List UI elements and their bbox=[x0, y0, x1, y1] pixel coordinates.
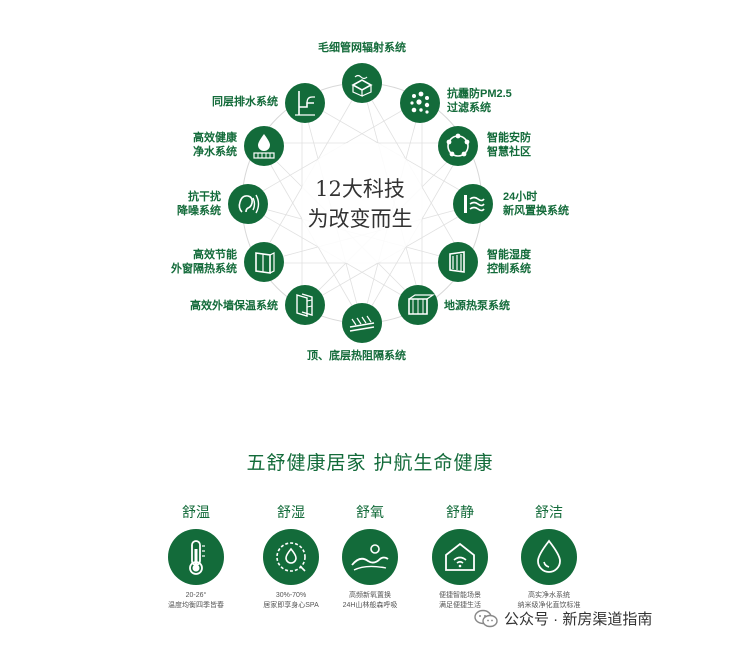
tech-label-drainage: 同层排水系统 bbox=[212, 96, 278, 108]
humidity-control-icon bbox=[449, 251, 465, 273]
five-comfort-headline: 五舒健康居家 护航生命健康 bbox=[246, 452, 494, 474]
tech-label-fresh-air: 24小时新风置换系统 bbox=[503, 191, 569, 217]
tech-label-roof-floor: 顶、底层热阻隔系统 bbox=[307, 350, 406, 362]
smog-filter-node bbox=[400, 83, 440, 123]
heat-pump-icon bbox=[408, 294, 435, 315]
capillary-radiant-node bbox=[342, 63, 382, 103]
water-purifier-icon bbox=[253, 134, 275, 159]
watermark-text: 公众号 · 新房渠道指南 bbox=[504, 611, 653, 628]
window-node bbox=[244, 242, 284, 282]
window-icon bbox=[255, 252, 275, 274]
tech-label-noise: 抗干扰降噪系统 bbox=[177, 191, 221, 217]
smog-filter-icon bbox=[410, 91, 430, 114]
center-title: 12大科技 为改变而生 bbox=[295, 174, 425, 234]
insulation-layers-icon bbox=[349, 315, 375, 332]
humidity-gauge-icon bbox=[276, 542, 306, 572]
water-purifier-node bbox=[244, 126, 284, 166]
wind-icon bbox=[464, 195, 485, 213]
community-network-icon bbox=[446, 133, 470, 157]
heat-pump-node bbox=[398, 285, 438, 325]
water-drop-icon bbox=[537, 539, 561, 573]
insulation-layers-node bbox=[342, 303, 382, 343]
feature-desc: 20-26°温度均衡四季皆春 bbox=[168, 592, 224, 609]
feature-temperature: 舒温 20-26°温度均衡四季皆春 bbox=[141, 503, 251, 611]
tech-label-heat-pump: 地源热泵系统 bbox=[444, 300, 510, 312]
center-disc bbox=[300, 141, 424, 265]
tech-label-security: 智能安防智慧社区 bbox=[487, 132, 531, 158]
feature-quiet: 舒静 便捷智能场景满足便捷生活 bbox=[405, 503, 515, 611]
feature-desc: 30%-70%居家即享身心SPA bbox=[263, 592, 319, 609]
smart-home-icon bbox=[445, 542, 475, 571]
feature-desc: 高实净水系统纳米级净化直饮标准 bbox=[517, 592, 581, 609]
wall-insulation-node bbox=[285, 285, 325, 325]
humidity-control-node bbox=[438, 242, 478, 282]
feature-clean: 舒洁 高实净水系统纳米级净化直饮标准 bbox=[494, 503, 604, 611]
center-title-line1: 12大科技 bbox=[315, 177, 405, 201]
tech-label-capillary: 毛细管网辐射系统 bbox=[318, 42, 406, 54]
feature-name: 舒静 bbox=[446, 505, 474, 521]
thermometer-icon bbox=[189, 540, 205, 575]
wall-insulation-icon bbox=[296, 293, 313, 317]
feature-name: 舒洁 bbox=[535, 505, 563, 521]
tech-label-water: 高效健康净水系统 bbox=[193, 132, 237, 158]
tech-label-wall: 高效外墙保温系统 bbox=[190, 300, 278, 312]
community-network-node bbox=[438, 126, 478, 166]
drainage-pipe-icon bbox=[295, 91, 315, 116]
feature-name: 舒氧 bbox=[356, 505, 384, 521]
capillary-radiant-icon bbox=[351, 74, 373, 97]
tech-label-window: 高效节能外窗隔热系统 bbox=[171, 249, 237, 275]
noise-reduction-node bbox=[228, 184, 268, 224]
drainage-node bbox=[285, 83, 325, 123]
wechat-icon bbox=[474, 609, 498, 627]
feature-name: 舒湿 bbox=[277, 505, 305, 521]
fresh-air-node bbox=[453, 184, 493, 224]
ear-soundwave-icon bbox=[238, 194, 260, 214]
center-title-line2: 为改变而生 bbox=[307, 207, 413, 231]
feature-humidity: 舒湿 30%-70%居家即享身心SPA bbox=[236, 503, 346, 611]
tech-label-humidity: 智能湿度控制系统 bbox=[487, 249, 531, 275]
wechat-watermark: 公众号 · 新房渠道指南 bbox=[474, 608, 652, 629]
feature-desc: 便捷智能场景满足便捷生活 bbox=[439, 592, 481, 609]
mountain-sun-icon bbox=[351, 544, 389, 571]
feature-name: 舒温 bbox=[182, 505, 210, 521]
